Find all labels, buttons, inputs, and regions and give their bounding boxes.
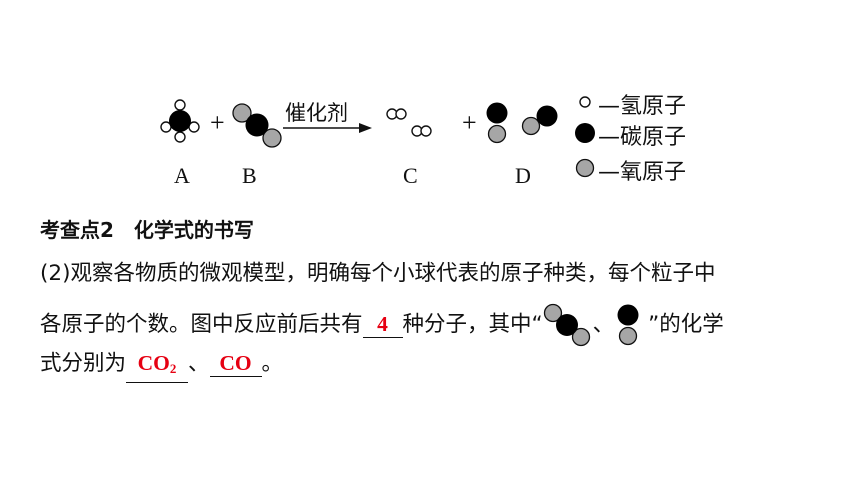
co2-molecule-icon bbox=[543, 303, 590, 347]
molecule-d-carbon-monoxide bbox=[486, 102, 558, 144]
molecule-b-carbon-dioxide bbox=[232, 103, 282, 148]
legend-oxygen-text: —氧原子 bbox=[598, 160, 687, 185]
legend-carbon-text: —碳原子 bbox=[598, 125, 687, 150]
answer-blank-2[interactable]: CO2 bbox=[126, 350, 189, 383]
label-b: B bbox=[242, 163, 257, 188]
line2-text-c: ”的化学 bbox=[648, 312, 724, 337]
line3-text-a: 式分别为 bbox=[40, 351, 127, 376]
reaction-arrow bbox=[283, 123, 372, 133]
reaction-diagram bbox=[160, 96, 595, 178]
oxygen-atom-icon bbox=[575, 158, 595, 178]
hydrogen-atom-icon bbox=[579, 96, 591, 108]
label-a: A bbox=[174, 163, 190, 188]
molecule-a-methane bbox=[160, 99, 200, 143]
line2-text-a: 各原子的个数。图中反应前后共有 bbox=[40, 312, 363, 337]
paragraph-line-1: (2)观察各物质的微观模型，明确每个小球代表的原子种类，每个粒子中 bbox=[40, 256, 840, 287]
plus-sign-1: + bbox=[210, 108, 225, 137]
answer-blank-3[interactable]: CO bbox=[209, 350, 262, 377]
label-c: C bbox=[403, 163, 418, 188]
paragraph-line-2: 各原子的个数。图中反应前后共有 4 种分子，其中“ 、 ”的化学 bbox=[40, 302, 840, 348]
answer-2: CO2 bbox=[137, 351, 177, 376]
paragraph-line-3: 式分别为 CO2 、 CO 。 bbox=[40, 346, 840, 383]
line2-text-b: 种分子，其中“ bbox=[402, 312, 543, 337]
catalyst-label: 催化剂 bbox=[285, 101, 348, 125]
molecule-c-hydrogen bbox=[386, 108, 432, 137]
label-d: D bbox=[515, 163, 531, 188]
line2-separator: 、 bbox=[592, 312, 615, 337]
legend-hydrogen-text: —氢原子 bbox=[598, 94, 687, 119]
paragraph-line-1-text: (2)观察各物质的微观模型，明确每个小球代表的原子种类，每个粒子中 bbox=[40, 261, 716, 286]
answer-3: CO bbox=[219, 351, 252, 375]
line3-separator: 、 bbox=[188, 351, 210, 376]
answer-1: 4 bbox=[377, 312, 388, 336]
plus-sign-2: + bbox=[462, 108, 477, 137]
co-molecule-icon bbox=[617, 304, 639, 346]
line3-end: 。 bbox=[261, 351, 284, 376]
carbon-atom-icon bbox=[575, 123, 595, 143]
answer-blank-1[interactable]: 4 bbox=[362, 311, 403, 338]
section-heading: 考查点2 化学式的书写 bbox=[40, 218, 254, 242]
